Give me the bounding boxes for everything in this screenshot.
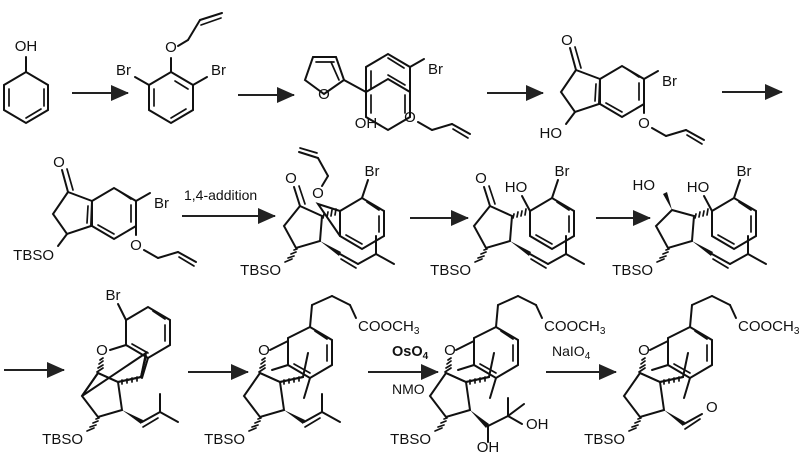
atom-label-o-aldehyde: O bbox=[706, 399, 718, 416]
hashed-wedge-o-ring-4 bbox=[638, 357, 646, 373]
atom-label-tbso-6: TBSO bbox=[204, 431, 245, 448]
hashed-wedge-fusion-2 bbox=[283, 376, 300, 385]
atom-label-tbso-7: TBSO bbox=[390, 431, 431, 448]
atom-label-br-left: Br bbox=[116, 62, 131, 79]
structure-tbso-cyclopentenone: O TBSO Br O bbox=[13, 154, 197, 267]
atom-label-o-ketone: O bbox=[561, 32, 573, 49]
atom-label-ho-alcohol: HO bbox=[633, 177, 656, 194]
hashed-wedge-o-ring-3 bbox=[444, 357, 452, 373]
reagent-label-1-4-addition: 1,4-addition bbox=[184, 187, 257, 203]
atom-label-tbso-4: TBSO bbox=[612, 262, 653, 279]
atom-label-o-furan: O bbox=[318, 86, 330, 103]
hashed-wedge-o-ring bbox=[96, 357, 104, 373]
atom-label-o-furan-ring-1: O bbox=[96, 342, 108, 359]
structure-aldehyde-tricycle: COOCH3 O TBSO bbox=[584, 295, 800, 448]
atom-label-o-ketone-4: O bbox=[475, 170, 487, 187]
atom-label-ho-phenol-1: HO bbox=[505, 179, 528, 196]
atom-label-tbso-5: TBSO bbox=[42, 431, 83, 448]
structure-ester-tricycle: COOCH3 O TBSO bbox=[204, 295, 420, 448]
structure-furyl-carbinol: O OH Br O bbox=[303, 52, 471, 139]
atom-label-o-allyl: O bbox=[404, 109, 416, 126]
atom-label-br-5: Br bbox=[737, 163, 752, 180]
hashed-wedge-aryl bbox=[322, 208, 337, 219]
atom-label-br-tricycle: Br bbox=[106, 287, 121, 304]
atom-label-br-4: Br bbox=[555, 163, 570, 180]
hashed-wedge-tbso-7 bbox=[434, 417, 448, 432]
hashed-wedge-fusion-1 bbox=[121, 376, 138, 385]
hashed-wedge-tbso-2 bbox=[474, 248, 488, 263]
structure-diol-tricycle: COOCH3 O TBSO bbox=[390, 295, 606, 453]
hashed-wedge-tbso-3 bbox=[656, 248, 670, 263]
atom-label-tbso-2: TBSO bbox=[240, 262, 281, 279]
atom-label-oh-secondary: OH bbox=[477, 439, 500, 453]
atom-label-br-right: Br bbox=[211, 62, 226, 79]
reaction-arrow-10-oso4: OsO4 NMO bbox=[368, 344, 439, 397]
hashed-wedge-fusion-3 bbox=[469, 376, 486, 385]
hashed-wedge-o-ring-2 bbox=[258, 357, 266, 373]
reaction-arrow-11-naio4: NaIO4 bbox=[546, 343, 617, 380]
atom-label-cooch3-1: COOCH3 bbox=[358, 318, 420, 337]
atom-label-br-2: Br bbox=[154, 195, 169, 212]
atom-label-o-ketone-3: O bbox=[285, 170, 297, 187]
structure-conjugate-addition-product: O Br O TBSO bbox=[240, 147, 395, 279]
hashed-wedge-tbso-8 bbox=[628, 417, 642, 432]
atom-label-br-3: Br bbox=[365, 163, 380, 180]
atom-label-br-cyclopentenone-aryl: Br bbox=[662, 73, 677, 90]
atom-label-o-allyl-3: O bbox=[130, 237, 142, 254]
hashed-wedge-tbso-6 bbox=[248, 417, 262, 432]
atom-label-oh: OH bbox=[15, 38, 38, 55]
reagent-label-nmo: NMO bbox=[392, 381, 425, 397]
reaction-arrow-5-one-four-addition: 1,4-addition bbox=[182, 187, 276, 224]
hashed-wedge-tbso bbox=[284, 248, 298, 263]
atom-label-tbso-3: TBSO bbox=[430, 262, 471, 279]
atom-label-o-allyl-4: O bbox=[312, 185, 324, 202]
atom-label-o-furan-ring-4: O bbox=[638, 342, 650, 359]
atom-label-ho-cyclopentenone: HO bbox=[540, 125, 563, 142]
atom-label-br-aryl: Br bbox=[428, 61, 443, 78]
atom-label-cooch3-2: COOCH3 bbox=[544, 318, 606, 337]
reagent-label-naio4: NaIO4 bbox=[552, 343, 591, 362]
atom-label-ho-phenol-2: HO bbox=[687, 179, 710, 196]
atom-label-tbso-1: TBSO bbox=[13, 247, 54, 264]
atom-label-oh-tertiary: OH bbox=[526, 416, 549, 433]
atom-label-o-ether: O bbox=[165, 39, 177, 56]
hashed-wedge-aryl-3 bbox=[694, 208, 709, 219]
structure-dibromophenyl-allyl-ether: O Br Br bbox=[116, 12, 226, 125]
hashed-wedge-aryl-2 bbox=[512, 208, 527, 219]
atom-label-tbso-8: TBSO bbox=[584, 431, 625, 448]
atom-label-o-furan-ring-2: O bbox=[258, 342, 270, 359]
structure-phenol: OH bbox=[3, 38, 49, 125]
hashed-wedge-fusion-4 bbox=[663, 376, 680, 385]
atom-label-o-furan-ring-3: O bbox=[444, 342, 456, 359]
structure-free-phenol-cyclopentanone: HO Br O TBSO bbox=[430, 163, 585, 279]
structure-bromo-tricycle: Br O TBSO bbox=[42, 287, 179, 448]
reagent-label-oso4: OsO4 bbox=[392, 344, 429, 362]
atom-label-o-allyl-2: O bbox=[638, 115, 650, 132]
hashed-wedge-tbso-5 bbox=[86, 417, 100, 432]
structure-hydroxycyclopentenone: O HO Br O bbox=[540, 32, 705, 145]
structure-cyclopentanol-phenol: HO Br HO TBSO bbox=[612, 163, 767, 279]
atom-label-cooch3-3: COOCH3 bbox=[738, 318, 800, 337]
atom-label-o-ketone-2: O bbox=[53, 154, 65, 171]
